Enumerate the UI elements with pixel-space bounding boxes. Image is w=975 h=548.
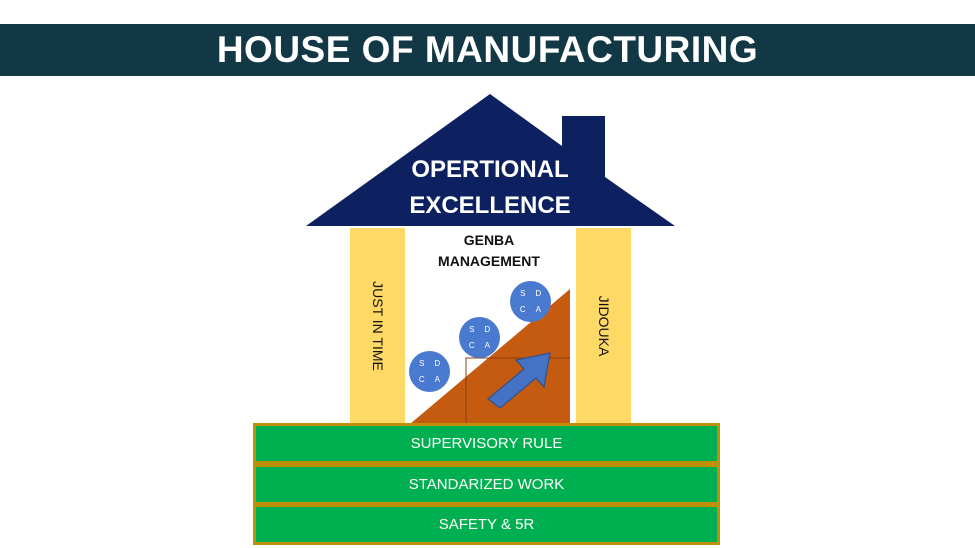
roof-label-line2: EXCELLENCE [409, 192, 571, 219]
sdca-c: C [418, 374, 425, 384]
improvement-ramp [410, 289, 570, 424]
sdca-d: D [535, 289, 542, 299]
foundation-safety-5r: SAFETY & 5R [256, 507, 717, 542]
foundation-supervisory-rule: SUPERVISORY RULE [256, 426, 717, 461]
sdca-d: D [434, 359, 441, 369]
sdca-a: A [535, 304, 541, 314]
sdca-c: C [519, 304, 526, 314]
roof-label-line1: OPERTIONAL [411, 156, 569, 183]
roof-label: OPERTIONAL EXCELLENCE [370, 152, 610, 224]
sdca-s: S [469, 325, 475, 335]
pillar-jidouka: JIDOUKA [576, 228, 631, 424]
sdca-wheel-1: S D C A [409, 351, 450, 392]
foundation-standarized-work: STANDARIZED WORK [256, 466, 717, 502]
sdca-a: A [434, 374, 440, 384]
sdca-wheel-3: S D C A [510, 281, 551, 322]
roof-shape [306, 94, 675, 226]
sdca-a: A [484, 340, 490, 350]
sdca-d: D [484, 325, 491, 335]
genba-line2: MANAGEMENT [438, 253, 540, 269]
up-arrow [487, 352, 551, 409]
pillar-just-in-time: JUST IN TIME [350, 228, 405, 424]
genba-line1: GENBA [463, 232, 515, 248]
sdca-s: S [520, 289, 526, 299]
title-bar: HOUSE OF MANUFACTURING [0, 24, 975, 76]
foundation: SUPERVISORY RULE STANDARIZED WORK SAFETY… [253, 423, 720, 545]
genba-management-label: GENBA MANAGEMENT [412, 230, 566, 272]
sdca-wheel-2: S D C A [459, 317, 500, 358]
page-title: HOUSE OF MANUFACTURING [216, 29, 759, 70]
sdca-c: C [468, 340, 475, 350]
sdca-s: S [419, 359, 425, 369]
